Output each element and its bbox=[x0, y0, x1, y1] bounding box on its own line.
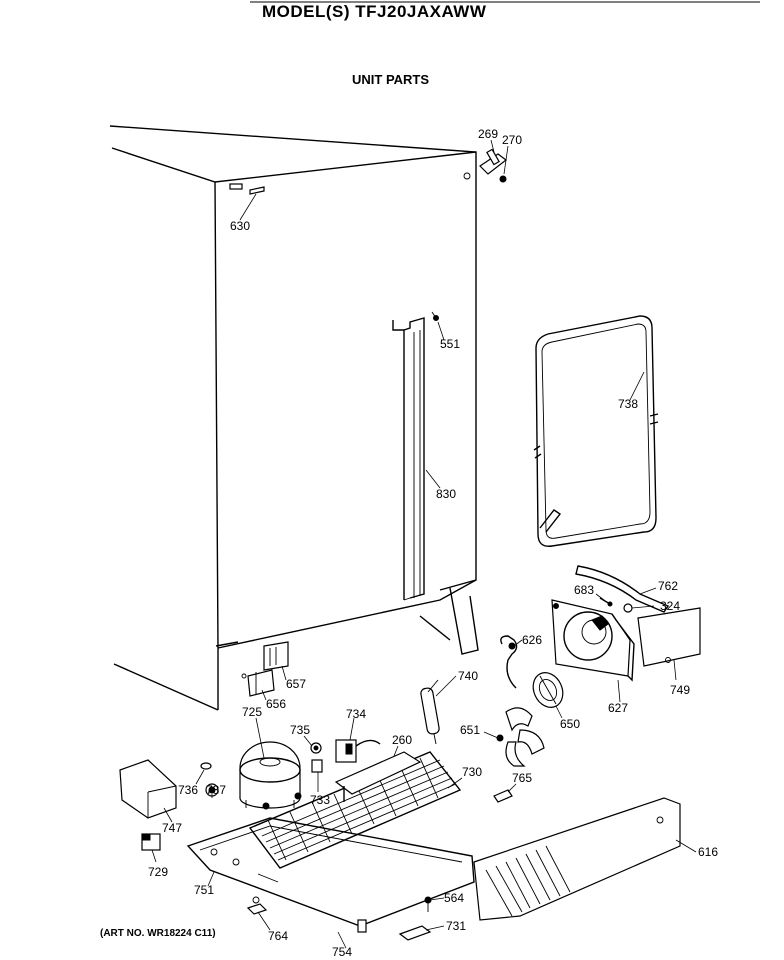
label-657: 657 bbox=[286, 677, 306, 691]
part-736-clip bbox=[200, 762, 212, 770]
label-738: 738 bbox=[618, 397, 638, 411]
part-740-sensor bbox=[420, 679, 440, 745]
part-731-bracket bbox=[398, 925, 432, 941]
label-650: 650 bbox=[560, 717, 580, 731]
part-738-gasket bbox=[533, 315, 659, 547]
part-630-slot bbox=[229, 183, 243, 190]
label-564: 564 bbox=[444, 891, 464, 905]
label-260: 260 bbox=[392, 733, 412, 747]
label-754: 754 bbox=[332, 945, 352, 959]
label-764: 764 bbox=[268, 929, 288, 943]
part-762-tube bbox=[575, 565, 670, 613]
part-260-drain-tube bbox=[334, 751, 422, 802]
part-747-cover bbox=[119, 759, 177, 819]
part-650-fan-motor bbox=[532, 672, 564, 708]
part-626-harness bbox=[500, 635, 518, 689]
label-734: 734 bbox=[346, 707, 366, 721]
leader-lines bbox=[151, 139, 697, 949]
part-324-clip bbox=[623, 603, 633, 613]
label-626: 626 bbox=[522, 633, 542, 647]
label-683: 683 bbox=[574, 583, 594, 597]
label-324: 324 bbox=[660, 599, 680, 613]
part-764-fastener bbox=[246, 896, 268, 915]
label-551: 551 bbox=[440, 337, 460, 351]
label-733: 733 bbox=[310, 793, 330, 807]
label-627: 627 bbox=[608, 701, 628, 715]
part-830-channel bbox=[392, 317, 425, 601]
label-762: 762 bbox=[658, 579, 678, 593]
part-733-relay bbox=[311, 759, 323, 773]
part-564-screw bbox=[424, 896, 432, 912]
label-656: 656 bbox=[266, 697, 286, 711]
part-749-cover bbox=[637, 607, 701, 667]
art-number: (ART NO. WR18224 C11) bbox=[100, 928, 216, 939]
part-765-clip bbox=[493, 789, 513, 803]
part-616-grille bbox=[473, 797, 681, 921]
part-269-bracket bbox=[479, 148, 507, 183]
label-737: 737 bbox=[206, 783, 226, 797]
part-683-screw bbox=[599, 597, 613, 607]
label-616: 616 bbox=[698, 845, 718, 859]
label-651: 651 bbox=[460, 723, 480, 737]
label-735: 735 bbox=[290, 723, 310, 737]
label-740: 740 bbox=[458, 669, 478, 683]
label-765: 765 bbox=[512, 771, 532, 785]
label-736: 736 bbox=[178, 783, 198, 797]
part-551-screw bbox=[431, 311, 439, 321]
label-270: 270 bbox=[502, 133, 522, 147]
part-656-bracket bbox=[241, 669, 275, 697]
label-751: 751 bbox=[194, 883, 214, 897]
label-730: 730 bbox=[462, 765, 482, 779]
model-title: MODEL(S) TFJ20JAXAWW bbox=[262, 2, 487, 21]
label-729: 729 bbox=[148, 865, 168, 879]
part-735-grommet bbox=[310, 742, 322, 754]
label-731: 731 bbox=[446, 919, 466, 933]
part-730-condenser bbox=[248, 751, 462, 869]
section-title: UNIT PARTS bbox=[352, 72, 430, 87]
part-725-compressor bbox=[239, 741, 302, 810]
label-749: 749 bbox=[670, 683, 690, 697]
part-627-fan-shroud bbox=[551, 599, 635, 682]
cabinet bbox=[109, 125, 479, 711]
part-651-fan-blade bbox=[496, 707, 545, 767]
part-657-bracket bbox=[263, 641, 289, 671]
part-734-overload bbox=[335, 739, 381, 763]
label-269: 269 bbox=[478, 127, 498, 141]
label-630: 630 bbox=[230, 219, 250, 233]
part-751-base-pan bbox=[186, 817, 475, 927]
label-830: 830 bbox=[436, 487, 456, 501]
part-754-clip bbox=[357, 919, 367, 933]
part-729-capacitor bbox=[141, 833, 161, 851]
label-725: 725 bbox=[242, 705, 262, 719]
label-747: 747 bbox=[162, 821, 182, 835]
